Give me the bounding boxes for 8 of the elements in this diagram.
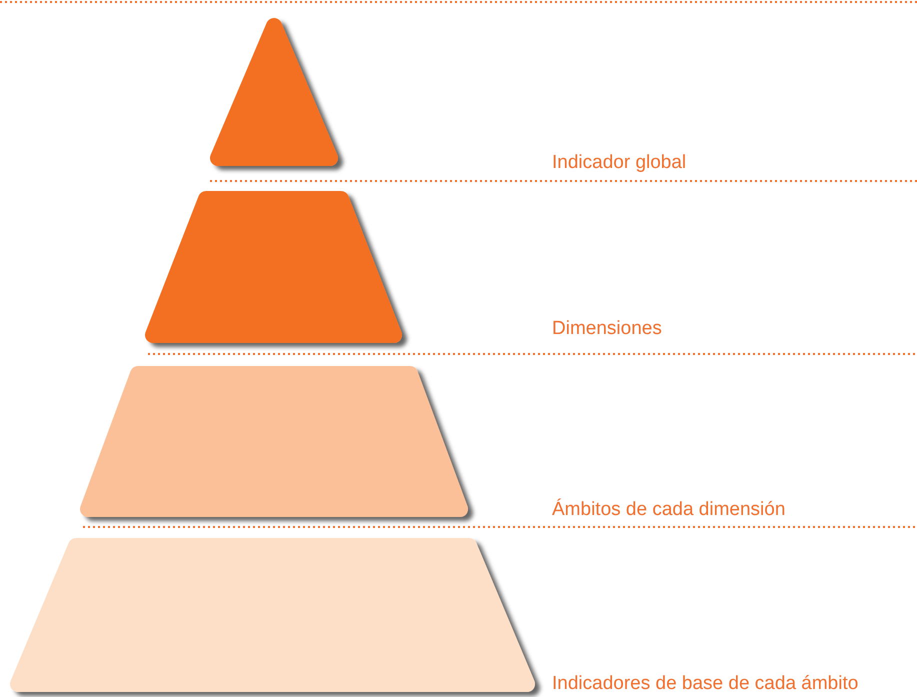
pyramid-level <box>10 538 535 692</box>
pyramid-level <box>210 16 338 166</box>
level-label: Dimensiones <box>552 318 662 340</box>
level-label: Indicador global <box>552 152 686 174</box>
level-label: Ámbitos de cada dimensión <box>552 499 786 521</box>
pyramid-level <box>145 191 402 343</box>
level-label: Indicadores de base de cada ámbito <box>552 673 858 695</box>
pyramid-level <box>80 366 468 517</box>
